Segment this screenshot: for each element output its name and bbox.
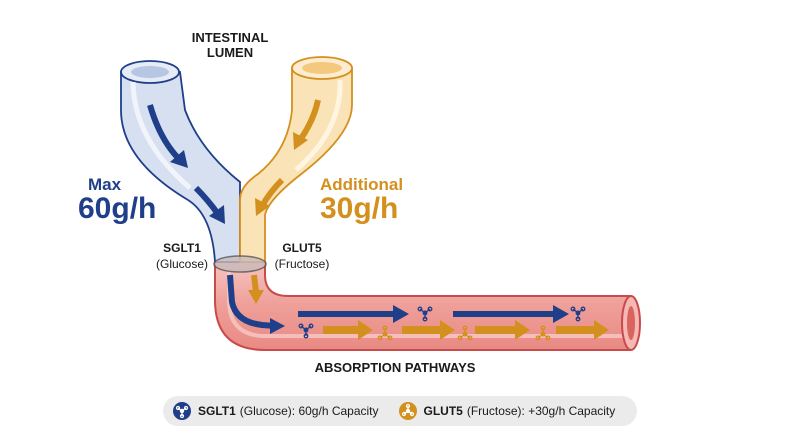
- glucose-molecule-icon: [417, 306, 433, 322]
- orange-arrow: [475, 320, 530, 340]
- glucose-vessel-flow: [227, 274, 285, 334]
- sglt1-name: SGLT1: [163, 241, 201, 255]
- orange-arrow: [323, 320, 373, 340]
- glucose-molecule-icon: [298, 323, 314, 339]
- fructose-vessel-flow: [248, 274, 264, 304]
- fructose-tube: [239, 56, 353, 263]
- glucose-lumen-arrows: [147, 104, 225, 224]
- glut5-name: GLUT5: [282, 241, 322, 255]
- fructose-molecule-icon: [457, 325, 473, 341]
- legend: SGLT1 (Glucose): 60g/h Capacity GLUT5 (F…: [163, 396, 637, 426]
- blue-arrow: [453, 305, 569, 323]
- blue-arrow: [298, 305, 409, 323]
- legend-fructose-text: (Fructose): +30g/h Capacity: [466, 404, 616, 418]
- orange-arrow: [556, 320, 609, 340]
- fructose-molecule-icon: [377, 325, 393, 341]
- pathways-label: ABSORPTION PATHWAYS: [314, 360, 476, 375]
- sglt1-label: SGLT1 (Glucose): [142, 240, 222, 272]
- fructose-molecule-icon: [535, 325, 551, 341]
- glucose-tube: [120, 60, 241, 263]
- blood-vessel: [214, 261, 641, 351]
- fructose-molecule-icon: [398, 402, 417, 420]
- orange-arrow: [402, 320, 455, 340]
- glucose-molecule-icon: [570, 306, 586, 322]
- glucose-rate-word: Max: [88, 175, 122, 194]
- glut5-label: GLUT5 (Fructose): [262, 240, 342, 272]
- glucose-molecules: [298, 306, 586, 339]
- fructose-rate-word: Additional: [320, 175, 404, 194]
- legend-glucose-name: SGLT1: [198, 404, 236, 418]
- legend-item-fructose: GLUT5 (Fructose): +30g/h Capacity: [398, 402, 616, 420]
- glucose-molecule-icon: [173, 402, 191, 420]
- legend-fructose-name: GLUT5: [423, 404, 463, 418]
- fructose-rate-value: 30g/h: [320, 192, 399, 225]
- lumen-label: INTESTINAL LUMEN: [191, 30, 269, 60]
- sglt1-sugar: (Glucose): [155, 257, 208, 271]
- fructose-molecules: [377, 325, 551, 341]
- glucose-rate-value: 60g/h: [78, 192, 157, 225]
- vessel-flow-arrows: [298, 305, 609, 340]
- glut5-sugar: (Fructose): [274, 257, 330, 271]
- fructose-lumen-arrows: [255, 99, 321, 216]
- legend-glucose-text: (Glucose): 60g/h Capacity: [239, 404, 379, 418]
- legend-item-glucose: SGLT1 (Glucose): 60g/h Capacity: [173, 402, 379, 420]
- transporter-junction: [213, 255, 267, 273]
